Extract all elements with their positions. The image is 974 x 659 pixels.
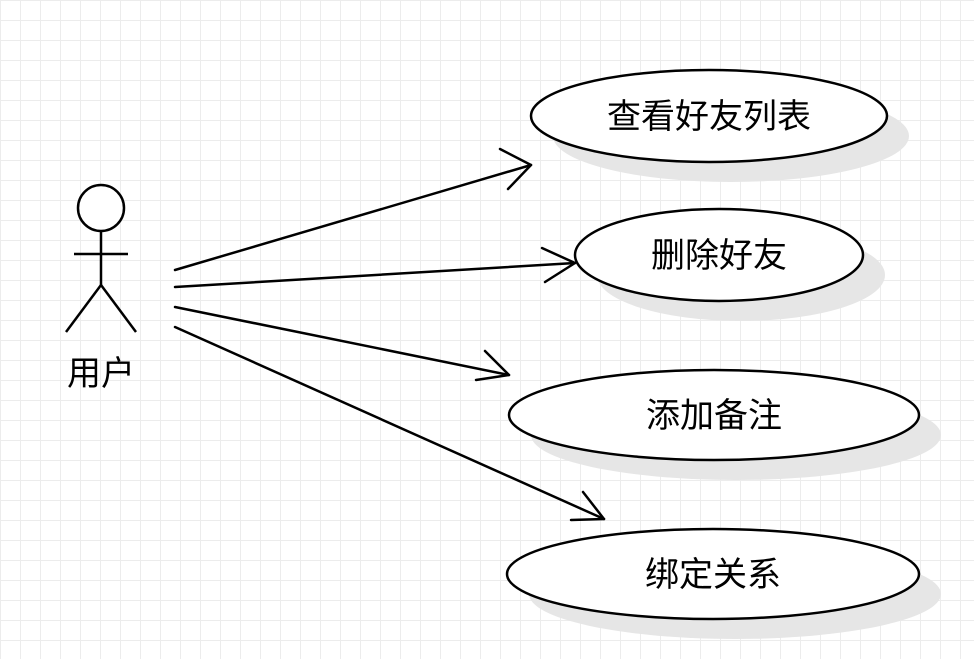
actor[interactable]: 用户 (64, 183, 138, 394)
association-arrow-delete-friend (173, 246, 577, 289)
use-case-label: 添加备注 (646, 396, 782, 436)
use-case-bind-relation[interactable]: 绑定关系 (505, 527, 941, 639)
actor-name: 用户 (67, 354, 135, 394)
use-case-label: 删除好友 (651, 236, 787, 276)
use-case-label: 绑定关系 (645, 555, 781, 595)
association-arrow-bind-relation (173, 325, 606, 522)
use-case-delete-friend[interactable]: 删除好友 (573, 207, 885, 321)
stick-figure-icon (64, 183, 138, 333)
use-case-label: 查看好友列表 (607, 97, 811, 137)
use-case-view-friend-list[interactable]: 查看好友列表 (529, 68, 909, 182)
associations (173, 147, 606, 522)
use-case-add-remark[interactable]: 添加备注 (507, 368, 941, 480)
association-arrow-add-remark (173, 305, 511, 382)
association-arrow-view-friend-list (173, 147, 533, 272)
